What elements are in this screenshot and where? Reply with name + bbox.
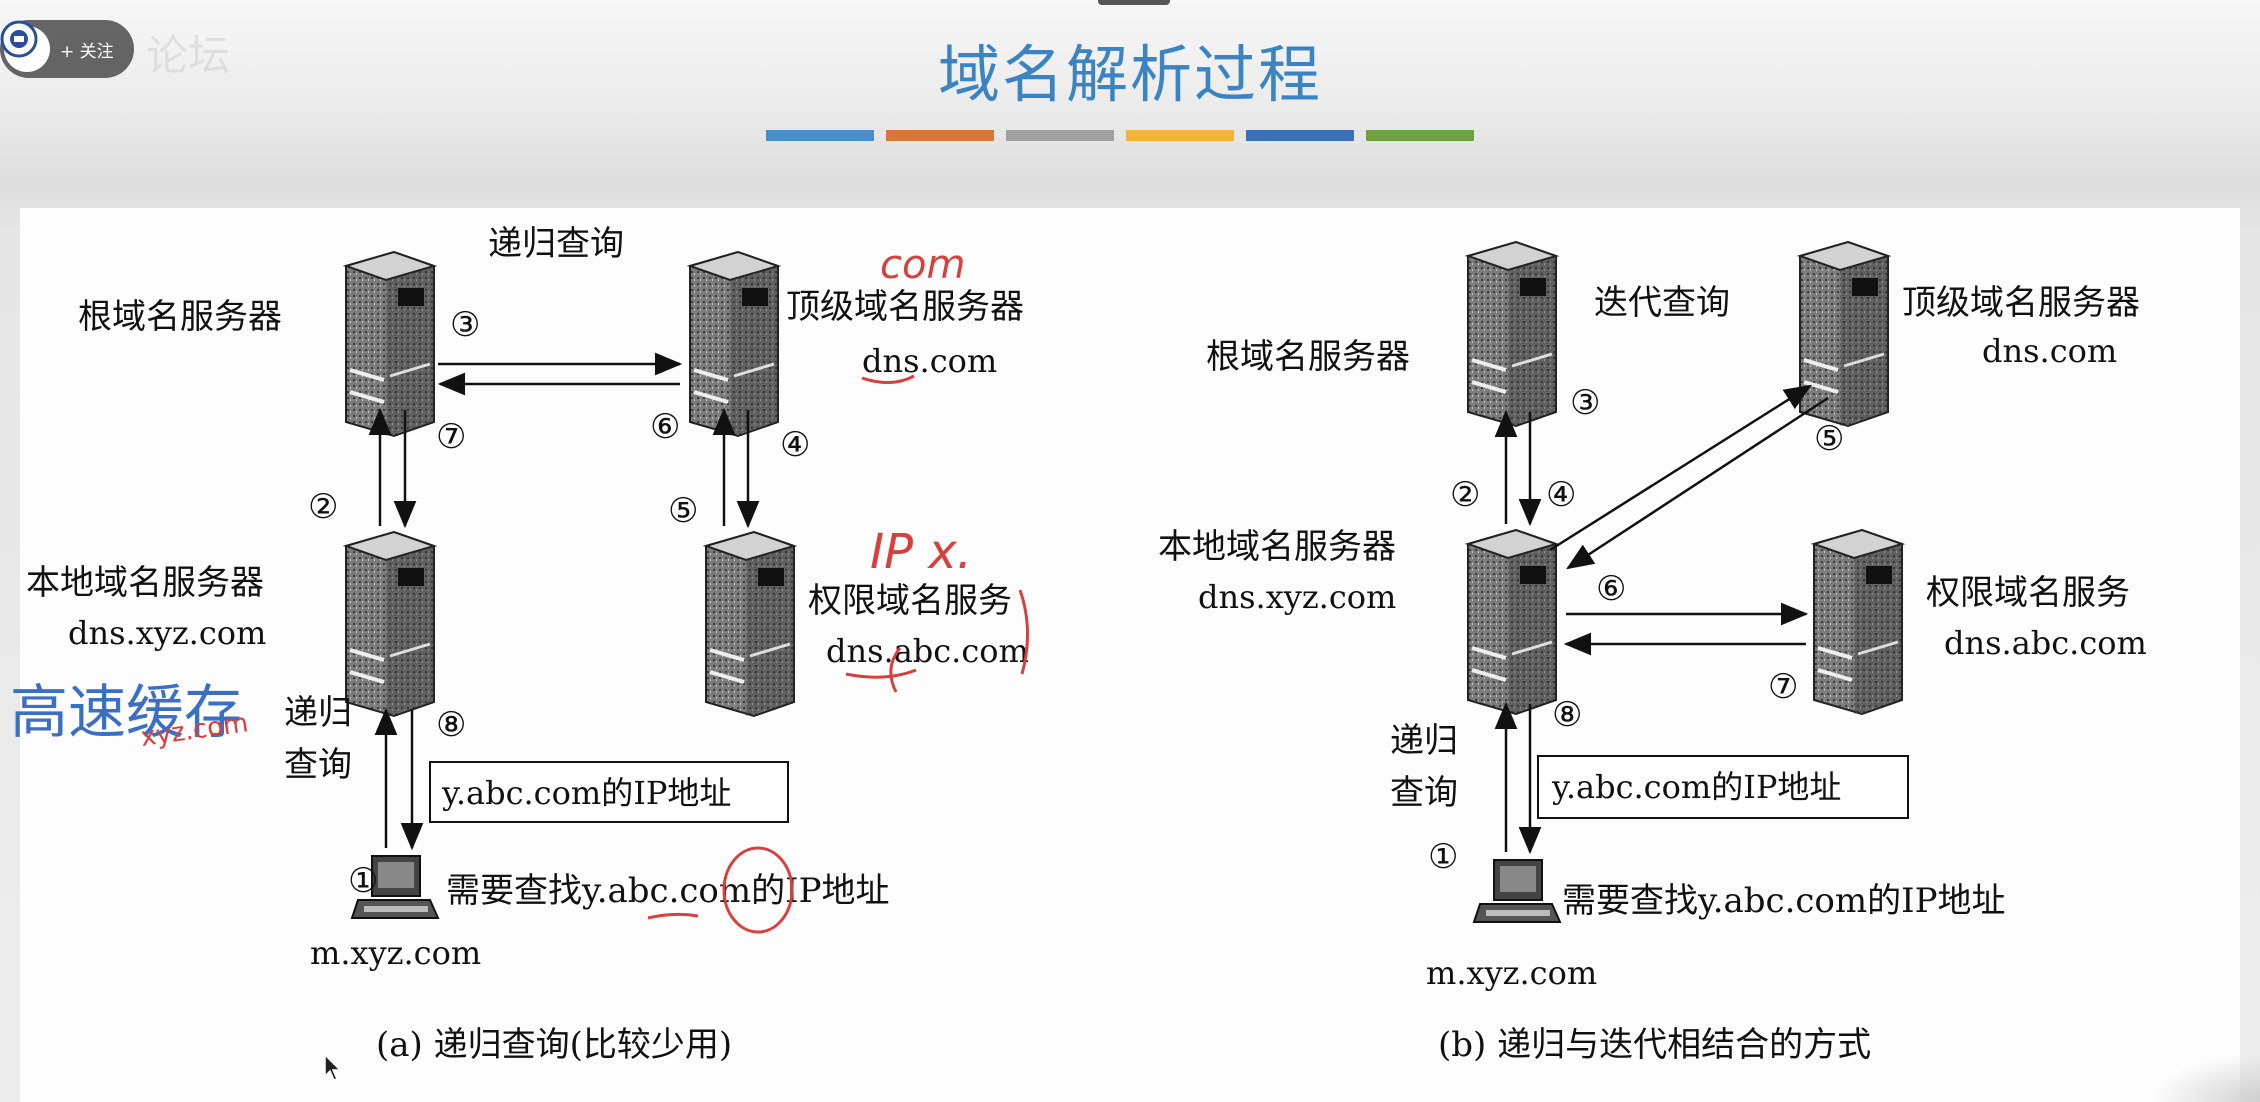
auth-server-icon-a <box>704 530 796 718</box>
host-name-label-a: m.xyz.com <box>310 934 481 972</box>
auth-domain-scribble <box>845 647 917 693</box>
step-a-5: ⑤ <box>668 491 698 531</box>
title-color-bars <box>766 130 1474 141</box>
auth-server-icon-b <box>1812 528 1904 716</box>
step-b-8: ⑧ <box>1552 695 1582 735</box>
auth-domain-label-b: dns.abc.com <box>1944 624 2147 662</box>
mouse-cursor-icon <box>324 1054 342 1081</box>
local-server-icon-b <box>1466 528 1558 716</box>
query-type-label-a: 递归查询 <box>488 224 624 264</box>
local-server-label-b: 本地域名服务器 <box>1158 527 1396 567</box>
color-bar-yellow <box>1126 130 1234 141</box>
arrow-b-step4 <box>1549 384 1812 552</box>
step-b-6: ⑥ <box>1596 569 1626 609</box>
auth-note: IP x. <box>870 524 972 580</box>
tld-domain-underline <box>861 374 915 384</box>
host-query-label-a-line2: 查询 <box>284 745 352 785</box>
step-a-4: ④ <box>780 425 810 465</box>
tld-server-label-b: 顶级域名服务器 <box>1902 283 2140 323</box>
host-text-underline <box>647 912 699 920</box>
color-bar-navy <box>1246 130 1354 141</box>
auth-side-scribble <box>1018 589 1029 675</box>
root-server-label-a: 根域名服务器 <box>78 297 282 337</box>
tld-domain-label-a: dns.com <box>862 342 997 380</box>
auth-domain-label-a: dns.abc.com <box>826 632 1029 670</box>
step-a-2: ② <box>308 487 338 527</box>
host-request-text-a: 需要查找y.abc.com的IP地址 <box>446 871 889 911</box>
auth-server-label-b: 权限域名服务 <box>1926 573 2130 613</box>
step-b-3: ③ <box>1570 383 1600 423</box>
root-server-icon-a <box>344 250 436 438</box>
follow-button[interactable]: + 关注 <box>0 20 134 78</box>
local-domain-label-a: dns.xyz.com <box>68 614 266 652</box>
root-server-icon-b <box>1466 240 1558 428</box>
tld-server-icon-b <box>1798 240 1890 428</box>
color-bar-orange <box>886 130 994 141</box>
step-b-2: ② <box>1450 475 1480 515</box>
tld-note: com <box>880 242 965 288</box>
host-name-label-b: m.xyz.com <box>1426 954 1597 992</box>
answer-box-text-a: y.abc.com的IP地址 <box>441 774 731 812</box>
color-bar-blue <box>766 130 874 141</box>
step-a-1: ① <box>348 861 378 901</box>
caption-a: (a) 递归查询(比较少用) <box>376 1025 732 1065</box>
arrow-b-step5 <box>1566 396 1829 570</box>
diagram-b: 迭代查询 顶级域名服务器 dns.com 根域名服务器 本地域名服务器 dns.… <box>1158 240 2147 1065</box>
local-server-label-a: 本地域名服务器 <box>26 563 264 603</box>
channel-avatar-icon <box>0 20 50 72</box>
caption-b: (b) 递归与迭代相结合的方式 <box>1438 1025 1871 1065</box>
host-query-label-a-line1: 递归 <box>284 693 352 733</box>
step-b-7: ⑦ <box>1768 667 1798 707</box>
window-top-handle <box>1098 0 1170 5</box>
follow-label: + 关注 <box>60 41 114 62</box>
tld-domain-label-b: dns.com <box>1982 332 2117 370</box>
host-query-label-b-line2: 查询 <box>1390 773 1458 813</box>
answer-box-b <box>1537 755 1909 819</box>
watermark-text: 论坛 <box>146 31 231 80</box>
handwritten-annotations: 高速缓存 xyz.com com IP x. <box>10 242 1029 934</box>
tld-server-label-a: 顶级域名服务器 <box>786 287 1024 327</box>
tld-server-icon-a <box>688 250 780 438</box>
answer-box-text-b: y.abc.com的IP地址 <box>1551 768 1841 806</box>
step-b-1: ① <box>1428 837 1458 877</box>
page-curl-corner <box>2150 1054 2260 1102</box>
diagram-a: 递归查询 根域名服务器 顶级域名服务器 dns.com 本地域名服务器 dns.… <box>26 224 1029 1065</box>
answer-box-a <box>429 761 789 823</box>
step-a-7: ⑦ <box>436 417 466 457</box>
step-b-4: ④ <box>1546 475 1576 515</box>
query-type-label-b: 迭代查询 <box>1594 283 1730 323</box>
host-request-text-b: 需要查找y.abc.com的IP地址 <box>1562 881 2005 921</box>
color-bar-gray <box>1006 130 1114 141</box>
step-a-8: ⑧ <box>436 705 466 745</box>
color-bar-green <box>1366 130 1474 141</box>
cache-note: 高速缓存 <box>10 678 242 746</box>
host-computer-icon-b <box>1473 859 1561 923</box>
step-b-5: ⑤ <box>1814 419 1844 459</box>
slide-title: 域名解析过程 <box>937 38 1322 111</box>
step-a-3: ③ <box>450 305 480 345</box>
local-domain-label-b: dns.xyz.com <box>1198 578 1396 616</box>
step-a-6: ⑥ <box>650 407 680 447</box>
auth-server-label-a: 权限域名服务 <box>808 581 1012 621</box>
host-query-label-b-line1: 递归 <box>1390 721 1458 761</box>
local-server-icon-a <box>344 530 436 718</box>
com-circle <box>722 846 794 934</box>
root-server-label-b: 根域名服务器 <box>1206 337 1410 377</box>
logo-icon <box>0 20 38 58</box>
